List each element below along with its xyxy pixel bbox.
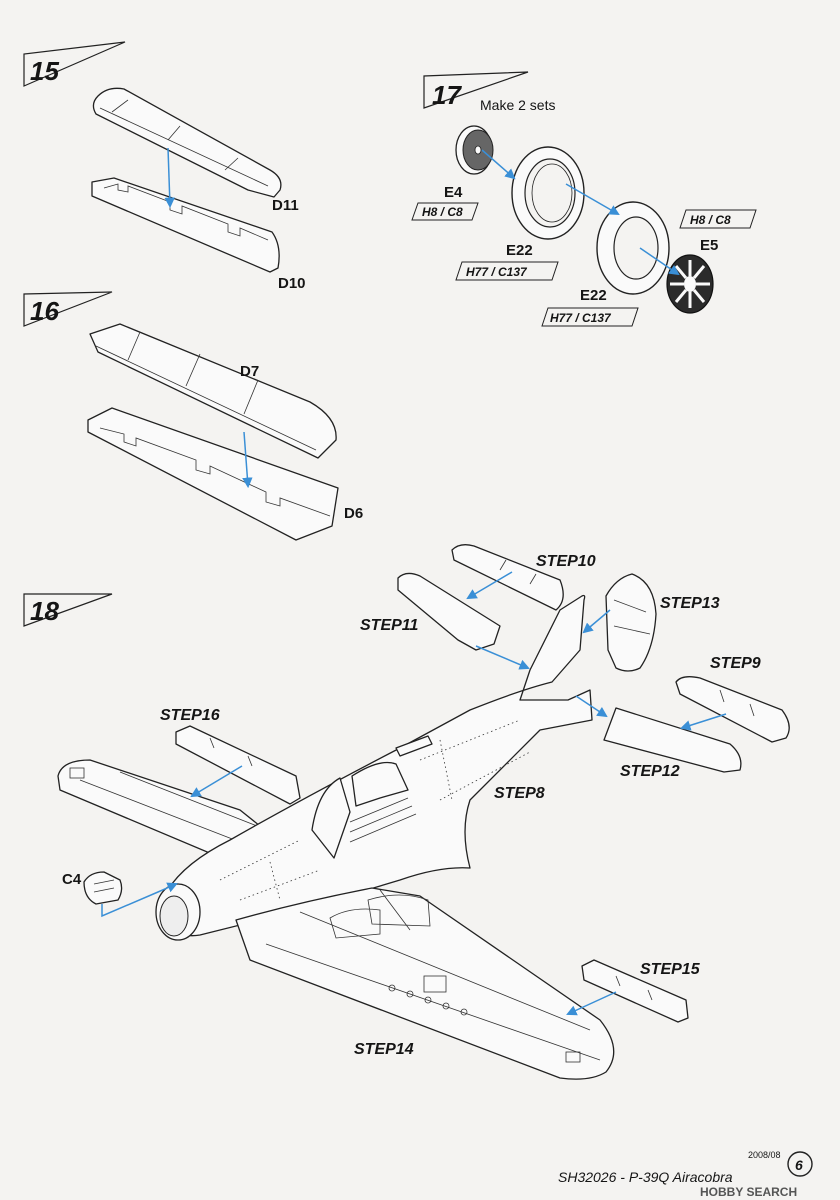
e22-a-callout: E22 H77 / C137 bbox=[455, 242, 559, 281]
ref-step9: STEP9 bbox=[710, 655, 761, 672]
label-e4: E4 bbox=[444, 184, 463, 201]
step-17-badge: 17 bbox=[423, 71, 529, 110]
ref-step13: STEP13 bbox=[660, 595, 720, 612]
part-d11-drawing bbox=[92, 87, 282, 198]
part-e22-b-drawing bbox=[596, 201, 670, 295]
label-d7: D7 bbox=[240, 363, 259, 380]
footer: 2008/08 SH32026 - P-39Q Airacobra 6 HOBB… bbox=[558, 1150, 813, 1199]
page-number-circle bbox=[787, 1151, 813, 1177]
e4-callout: E4 H8 / C8 bbox=[411, 184, 479, 221]
step-16: 16 D7 D6 bbox=[23, 291, 363, 541]
flap-step16-drawing bbox=[175, 725, 301, 805]
label-e5: E5 bbox=[700, 237, 718, 254]
step-18-number: 18 bbox=[30, 596, 59, 626]
label-c4: C4 bbox=[62, 871, 82, 888]
part-c4-drawing bbox=[83, 871, 123, 905]
label-d10: D10 bbox=[278, 275, 306, 292]
step-18: 18 bbox=[23, 544, 790, 1080]
ref-step11: STEP11 bbox=[360, 617, 419, 634]
ref-step15: STEP15 bbox=[640, 961, 701, 978]
step-17-number: 17 bbox=[432, 80, 462, 110]
part-e22-a-drawing bbox=[511, 146, 585, 240]
code-e5: H8 / C8 bbox=[690, 213, 731, 227]
watermark: HOBBY SEARCH bbox=[700, 1185, 797, 1199]
part-e5-drawing bbox=[666, 254, 714, 314]
part-d7-drawing bbox=[89, 323, 337, 459]
tailplane-step11-drawing bbox=[397, 572, 501, 651]
rudder-step13-drawing bbox=[605, 573, 657, 672]
step-17: 17 Make 2 sets E4 H8 / C8 bbox=[411, 71, 757, 327]
code-e22-a: H77 / C137 bbox=[466, 265, 528, 279]
aircraft-drawing bbox=[57, 594, 615, 1080]
step-15-number: 15 bbox=[30, 56, 59, 86]
code-e22-b: H77 / C137 bbox=[550, 311, 612, 325]
step-15-badge: 15 bbox=[23, 41, 126, 87]
label-e22-b: E22 bbox=[580, 287, 607, 304]
label-e22-a: E22 bbox=[506, 242, 533, 259]
elevator-step12-drawing bbox=[603, 707, 742, 773]
code-e4: H8 / C8 bbox=[422, 205, 463, 219]
step-16-badge: 16 bbox=[23, 291, 113, 327]
part-d10-drawing bbox=[91, 177, 280, 273]
ref-step16: STEP16 bbox=[160, 707, 220, 724]
step-18-badge: 18 bbox=[23, 593, 113, 627]
ref-step12: STEP12 bbox=[620, 763, 680, 780]
step-15: 15 D11 D10 bbox=[23, 41, 306, 292]
footer-code: SH32026 - P-39Q Airacobra bbox=[558, 1169, 733, 1185]
ref-step8: STEP8 bbox=[494, 785, 545, 802]
e5-callout: H8 / C8 E5 bbox=[679, 209, 757, 254]
e22-b-callout: E22 H77 / C137 bbox=[541, 287, 639, 327]
footer-date: 2008/08 bbox=[748, 1150, 781, 1160]
label-d6: D6 bbox=[344, 505, 363, 522]
ref-step14: STEP14 bbox=[354, 1041, 414, 1058]
elevator-step9-drawing bbox=[675, 676, 790, 743]
label-d11: D11 bbox=[272, 197, 299, 214]
flap-step15-drawing bbox=[581, 959, 689, 1023]
part-d6-drawing bbox=[87, 407, 339, 541]
tailplane-step10-drawing bbox=[451, 544, 564, 611]
ref-step10: STEP10 bbox=[536, 553, 596, 570]
step-16-number: 16 bbox=[30, 296, 59, 326]
part-e4-drawing bbox=[455, 125, 494, 175]
page-number: 6 bbox=[795, 1157, 803, 1173]
make-2-sets-note: Make 2 sets bbox=[480, 97, 555, 113]
